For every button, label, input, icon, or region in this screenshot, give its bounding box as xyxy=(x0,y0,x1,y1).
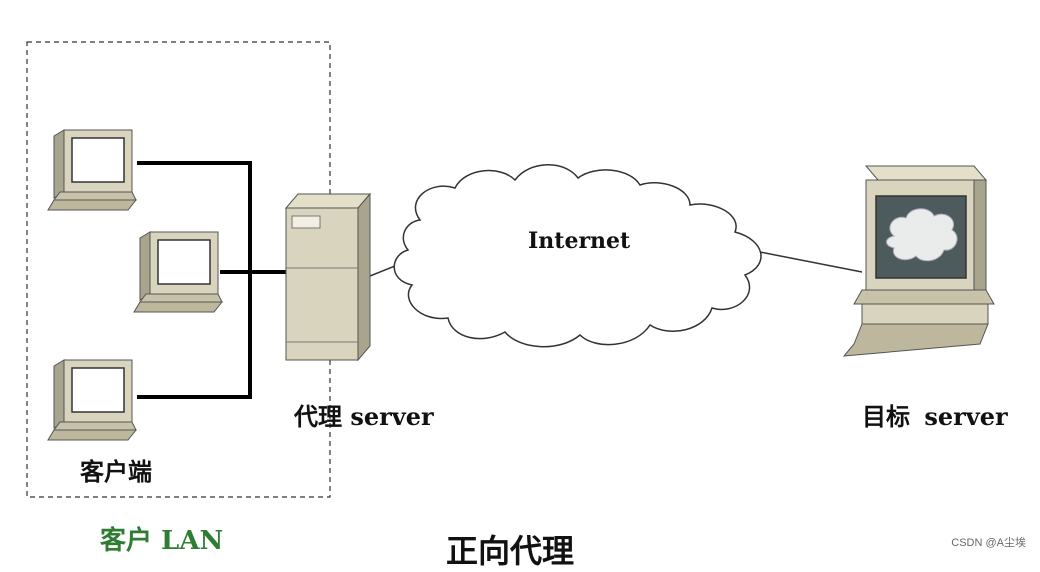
client-computer-icon xyxy=(47,129,138,211)
client-label: 客户端 xyxy=(80,457,152,486)
client-computer-icon xyxy=(133,231,224,313)
internet-label: Internet xyxy=(528,228,631,254)
client-lan-label: 客户 LAN xyxy=(100,526,224,556)
lan-connections xyxy=(137,161,290,399)
forward-proxy-diagram xyxy=(26,41,995,498)
internet-cloud-icon xyxy=(393,164,762,348)
watermark: CSDN @A尘埃 xyxy=(951,537,1026,549)
target-server-computer-icon xyxy=(842,165,995,357)
client-computer-icon xyxy=(47,359,138,441)
diagram-caption: 正向代理 xyxy=(446,532,575,570)
target-server-label: 目标 server xyxy=(862,402,1008,431)
internet-to-target-link xyxy=(759,251,863,273)
proxy-server-tower-icon xyxy=(284,192,372,362)
proxy-server-label: 代理 server xyxy=(294,402,434,431)
client-lan-boundary xyxy=(26,41,331,498)
